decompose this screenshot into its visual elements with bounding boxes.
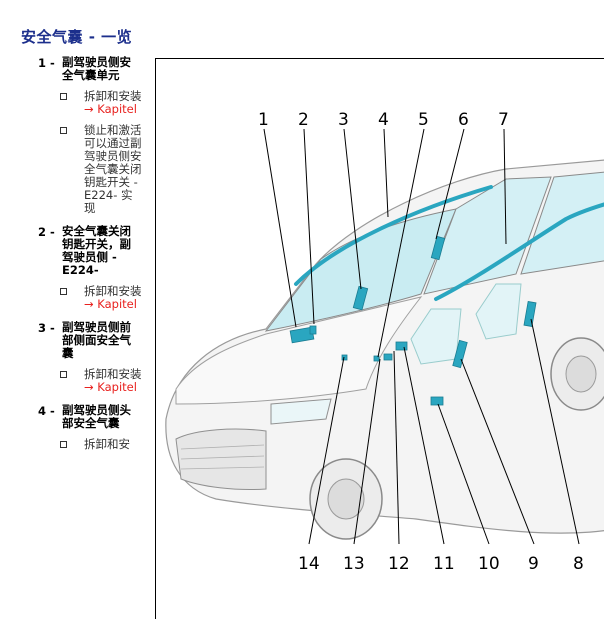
- kapitel-link[interactable]: → Kapitel: [84, 102, 137, 116]
- list-item-3: 3 - 副驾驶员侧前部侧面安全气囊 拆卸和安装 → Kapitel: [0, 321, 150, 394]
- callout-10: 10: [478, 554, 500, 574]
- component-list: 1 - 副驾驶员侧安全气囊单元 拆卸和安装 → Kapitel 锁止和激活可以通…: [0, 56, 150, 455]
- driver-seat: [475, 283, 522, 340]
- car-illustration: 1 2 3 4 5 6 7 14 13 12 11 10 9 8: [165, 110, 604, 574]
- page-title: 安全气囊 - 一览: [21, 28, 133, 46]
- callout-1: 1: [258, 110, 269, 130]
- callouts-top: 1 2 3 4 5 6 7: [258, 110, 509, 130]
- item-number: 2 -: [38, 225, 55, 239]
- list-item-4: 4 - 副驾驶员侧头部安全气囊 拆卸和安: [0, 404, 150, 451]
- square-bullet-icon: [60, 93, 67, 100]
- sub-item-text: 锁止和激活可以通过副驾驶员侧安全气囊关闭钥匙开关 -E224- 实现: [84, 123, 142, 215]
- passenger-seat: [410, 308, 462, 365]
- square-bullet-icon: [60, 371, 67, 378]
- head-airbag-curtains: [294, 185, 604, 301]
- grille: [175, 428, 267, 490]
- item-title: 副驾驶员侧头部安全气囊: [62, 403, 131, 430]
- item-title: 副驾驶员侧前部侧面安全气囊: [62, 320, 131, 360]
- callout-4: 4: [378, 110, 389, 130]
- sub-item: 拆卸和安装 → Kapitel: [0, 285, 150, 311]
- callout-2: 2: [298, 110, 309, 130]
- list-item-2: 2 - 安全气囊关闭钥匙开关，副驾驶员侧 -E224- 拆卸和安装 → Kapi…: [0, 225, 150, 311]
- callout-13: 13: [343, 554, 365, 574]
- kapitel-link[interactable]: → Kapitel: [84, 380, 137, 394]
- item-number: 3 -: [38, 321, 55, 335]
- sub-item: 拆卸和安: [0, 438, 150, 451]
- callout-8: 8: [573, 554, 584, 574]
- callout-9: 9: [528, 554, 539, 574]
- sub-item-text: 拆卸和安装: [84, 89, 142, 103]
- callout-11: 11: [433, 554, 455, 574]
- item-number: 4 -: [38, 404, 55, 418]
- item-title: 安全气囊关闭钥匙开关，副驾驶员侧 -E224-: [62, 224, 131, 277]
- sub-item: 拆卸和安装 → Kapitel: [0, 368, 150, 394]
- callout-7: 7: [498, 110, 509, 130]
- sub-item: 锁止和激活可以通过副驾驶员侧安全气囊关闭钥匙开关 -E224- 实现: [0, 124, 150, 215]
- rear-wheel: [550, 337, 604, 411]
- sub-item-text: 拆卸和安: [84, 437, 130, 451]
- airbag-overview-figure: 1 2 3 4 5 6 7 14 13 12 11 10 9 8: [155, 58, 604, 619]
- square-bullet-icon: [60, 288, 67, 295]
- front-side-window: [423, 176, 552, 295]
- headlight: [270, 398, 332, 425]
- front-wheel: [309, 458, 383, 540]
- list-item-1: 1 - 副驾驶员侧安全气囊单元 拆卸和安装 → Kapitel 锁止和激活可以通…: [0, 56, 150, 215]
- item-title: 副驾驶员侧安全气囊单元: [62, 55, 131, 82]
- callouts-bottom: 14 13 12 11 10 9 8: [298, 554, 584, 574]
- sub-item: 拆卸和安装 → Kapitel: [0, 90, 150, 116]
- grille-lines: [180, 444, 265, 470]
- item-number: 1 -: [38, 56, 55, 70]
- square-bullet-icon: [60, 127, 67, 134]
- callout-5: 5: [418, 110, 429, 130]
- hood: [175, 296, 423, 405]
- sub-item-text: 拆卸和安装: [84, 367, 142, 381]
- callout-leaders: [263, 128, 580, 545]
- callout-6: 6: [458, 110, 469, 130]
- callout-14: 14: [298, 554, 320, 574]
- callout-12: 12: [388, 554, 410, 574]
- kapitel-link[interactable]: → Kapitel: [84, 297, 137, 311]
- sub-item-text: 拆卸和安装: [84, 284, 142, 298]
- airbag-modules: [289, 235, 537, 406]
- square-bullet-icon: [60, 441, 67, 448]
- callout-3: 3: [338, 110, 349, 130]
